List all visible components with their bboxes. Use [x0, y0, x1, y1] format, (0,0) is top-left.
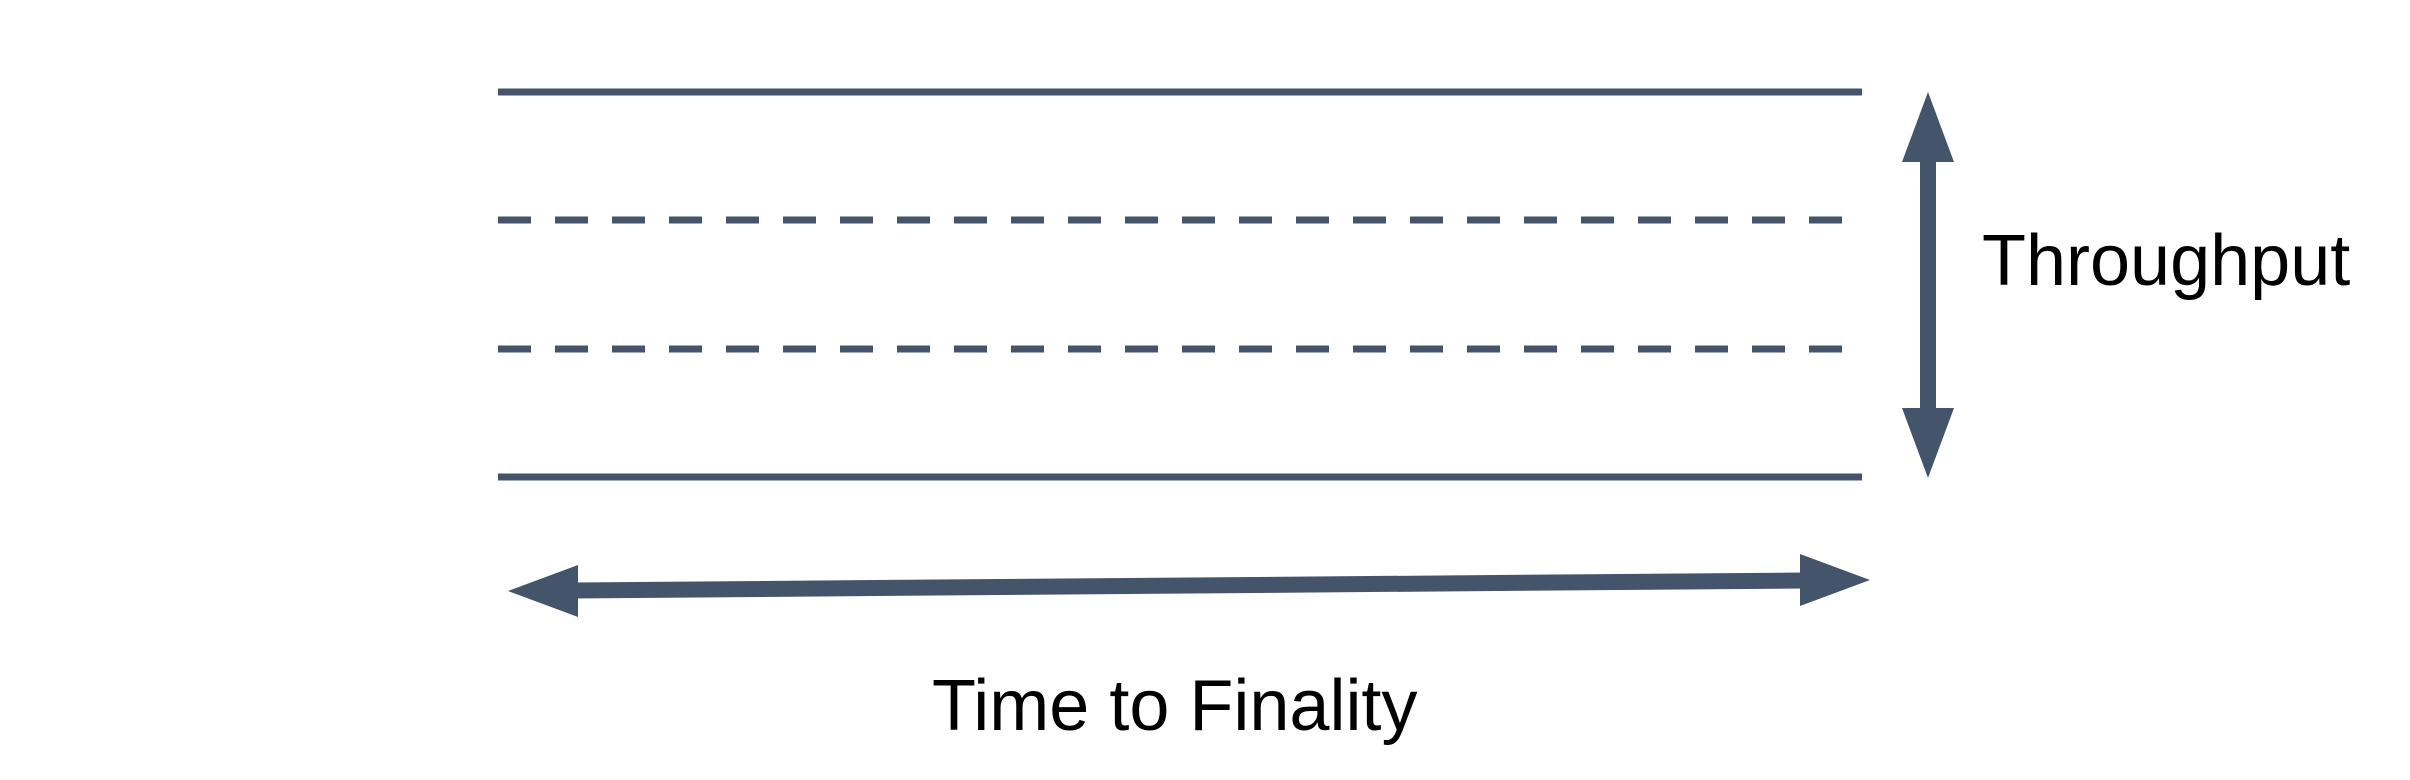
vertical-arrow-head-bottom: [1902, 408, 1954, 478]
horizontal-arrow-head-right: [1800, 554, 1870, 606]
time-to-finality-label: Time to Finality: [932, 666, 1418, 746]
double-headed-arrow-vertical-icon: [1902, 92, 1954, 478]
vertical-arrow-head-top: [1902, 92, 1954, 162]
horizontal-arrow-shaft: [571, 572, 1807, 599]
horizontal-arrow-head-left: [508, 565, 578, 617]
throughput-label: Throughput: [1982, 221, 2351, 301]
double-headed-arrow-horizontal-icon: [508, 554, 1870, 617]
